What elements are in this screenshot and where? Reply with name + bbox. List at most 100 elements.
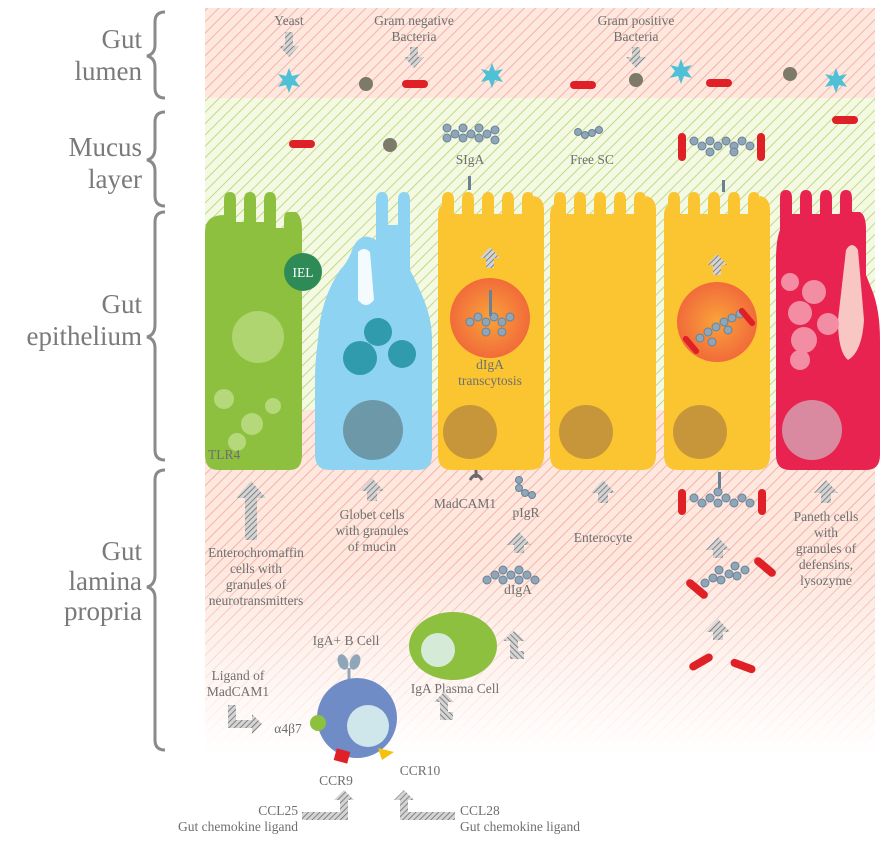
ccl25-label-1: CCL25 <box>258 803 298 818</box>
elbow-arrow-icon <box>503 631 525 659</box>
up-arrow-icon <box>480 247 500 268</box>
up-arrow-icon <box>236 481 266 540</box>
label-mucus-2: layer <box>88 164 142 194</box>
pigr-label: pIgR <box>513 505 540 520</box>
lamina-contents: MadCAM1 pIgR Enterochromaffin cells with… <box>178 470 858 834</box>
up-arrow-icon <box>360 478 384 501</box>
ccr9-label: CCR9 <box>319 773 353 788</box>
region-labels: Gut lumen Mucus layer Gut epithelium Gut… <box>27 24 143 626</box>
ccr10-receptor-icon <box>378 748 394 760</box>
paneth-desc-1: Paneth cells <box>794 509 859 524</box>
gram-positive-label-1: Gram positive <box>598 13 675 28</box>
label-lamina-3: propria <box>64 596 142 626</box>
elbow-arrow-icon <box>434 692 454 720</box>
enterocyte-cell <box>550 192 656 470</box>
elbow-arrow-icon <box>228 705 262 734</box>
iel-label: IEL <box>293 265 314 280</box>
gram-negative-bacterium-icon <box>706 79 732 87</box>
free-sc-icon <box>574 126 603 139</box>
gram-negative-label-2: Bacteria <box>392 29 437 44</box>
up-arrow-icon <box>507 532 531 553</box>
down-arrow-icon <box>279 32 299 57</box>
paneth-desc-4: defensins, <box>799 557 853 572</box>
ccr10-label: CCR10 <box>400 763 441 778</box>
yeast-star-icon <box>825 68 847 93</box>
diga-label: dIgA <box>504 582 532 597</box>
tlr4-label: TLR4 <box>208 447 240 462</box>
siga-bound-bacteria-icon <box>678 133 765 161</box>
down-arrow-icon <box>404 47 424 68</box>
ccl25-label-2: Gut chemokine ligand <box>178 819 298 834</box>
a4b7-label: α4β7 <box>274 721 302 736</box>
up-arrow-icon <box>591 480 615 503</box>
a4b7-integrin-icon <box>310 715 326 731</box>
gram-negative-bacterium-icon <box>402 80 428 88</box>
goblet-desc-1: Globet cells <box>340 507 405 522</box>
enterochromaffin-desc-3: granules of <box>226 577 287 592</box>
ccl28-label-2: Gut chemokine ligand <box>460 819 580 834</box>
iga-b-cell-label: IgA+ B Cell <box>313 633 380 648</box>
diga-molecule-icon <box>482 565 540 585</box>
paneth-desc-3: granules of <box>796 541 857 556</box>
gram-negative-bacterium-icon <box>832 116 858 124</box>
transcytosis-label-1: dIgA <box>476 357 504 372</box>
lumen-region <box>205 8 875 98</box>
gram-positive-bacterium-icon <box>783 67 797 81</box>
yeast-label: Yeast <box>274 13 304 28</box>
label-lumen-2: lumen <box>75 56 143 86</box>
lamina-diga-bacteria-icon <box>686 557 776 599</box>
gram-positive-bacterium-icon <box>383 138 397 152</box>
enterochromaffin-desc-4: neurotransmitters <box>209 593 303 608</box>
enterochromaffin-desc-2: cells with <box>230 561 282 576</box>
lamina-siga-bacteria-icon <box>678 472 766 515</box>
up-arrow-icon <box>814 480 838 503</box>
gram-negative-bacterium-icon <box>570 81 596 89</box>
lamina-free-bacteria-icon <box>689 653 756 674</box>
yeast-star-icon <box>278 68 300 93</box>
label-lamina-1: Gut <box>102 536 143 566</box>
ccr9-receptor-icon <box>333 748 351 764</box>
iga-plasma-cell-label: IgA Plasma Cell <box>411 681 500 696</box>
ccl28-label-1: CCL28 <box>460 803 500 818</box>
up-arrow-icon <box>707 254 727 275</box>
enterochromaffin-desc-1: Enterochromaffin <box>208 545 304 560</box>
paneth-desc-5: lysozyme <box>800 573 852 588</box>
iga-b-cell <box>310 654 397 764</box>
gram-negative-label-1: Gram negative <box>374 13 454 28</box>
down-arrow-icon <box>626 47 646 68</box>
yeast-star-icon <box>670 59 692 84</box>
label-epithelium-2: epithelium <box>27 321 142 351</box>
label-lamina-2: lamina <box>69 566 142 596</box>
label-lumen-1: Gut <box>102 24 143 54</box>
elbow-arrow-icon <box>302 790 354 820</box>
epithelium-cells: TLR4 IEL dIgA transcytosis <box>205 190 880 470</box>
paneth-desc-2: with <box>814 525 838 540</box>
free-sc-label: Free SC <box>570 152 614 167</box>
ligand-madcam1-label-1: Ligand of <box>212 668 265 683</box>
mucus-antibodies: SIgA Free SC <box>442 123 765 192</box>
gram-positive-bacterium-icon <box>629 73 643 87</box>
madcam1-label: MadCAM1 <box>434 496 496 511</box>
goblet-desc-3: of mucin <box>348 539 397 554</box>
label-epithelium-1: Gut <box>102 289 143 319</box>
iel-cell <box>284 253 322 291</box>
madcam1-receptor-icon <box>468 470 484 481</box>
yeast-star-icon <box>481 63 503 88</box>
lumen-microbes: Yeast Gram negative Bacteria Gram positi… <box>274 13 858 152</box>
label-mucus-1: Mucus <box>69 132 143 162</box>
ligand-madcam1-label-2: MadCAM1 <box>207 684 269 699</box>
gram-negative-bacterium-icon <box>289 140 315 148</box>
up-arrow-icon <box>706 619 730 640</box>
gram-positive-bacterium-icon <box>359 77 373 91</box>
up-arrow-icon <box>706 537 730 558</box>
transcytosis-label-2: transcytosis <box>458 373 522 388</box>
pigr-icon <box>515 476 536 499</box>
gram-positive-label-2: Bacteria <box>614 29 659 44</box>
region-braces <box>146 10 166 752</box>
goblet-desc-2: with granules <box>335 523 408 538</box>
siga-molecule-icon <box>442 123 500 145</box>
enterocyte-desc: Enterocyte <box>574 530 632 545</box>
elbow-arrow-icon <box>394 790 455 820</box>
siga-label: SIgA <box>456 152 485 167</box>
